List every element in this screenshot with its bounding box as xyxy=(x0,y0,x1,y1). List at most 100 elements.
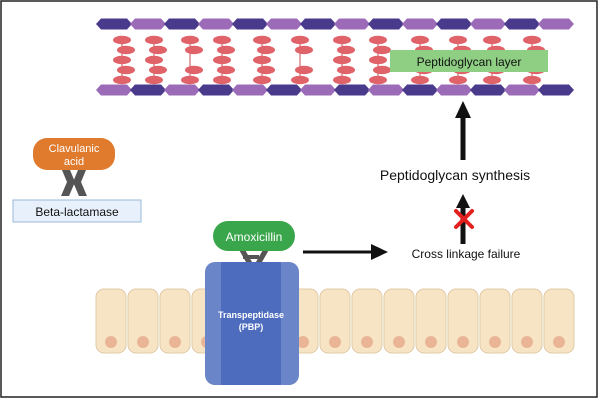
clavulanic-acid-pill xyxy=(33,138,115,170)
beta-lactamase-label: Beta-lactamase xyxy=(35,205,119,219)
clavulanic-acid-label-1: Clavulanic xyxy=(49,143,100,155)
peptide-unit xyxy=(333,75,351,85)
cell-nucleus xyxy=(553,336,565,348)
glycan-unit xyxy=(436,18,472,30)
peptide-unit xyxy=(213,35,231,45)
cell-nucleus xyxy=(137,336,149,348)
amoxicillin-connector-icon xyxy=(238,248,270,262)
glycan-unit xyxy=(538,18,574,30)
peptide-unit xyxy=(411,75,429,85)
peptide-unit xyxy=(185,65,203,75)
peptide-unit xyxy=(523,75,541,85)
peptide-unit xyxy=(217,65,235,75)
clavulanic-acid-label-2: acid xyxy=(64,156,84,168)
glycan-unit xyxy=(164,18,200,30)
peptide-unit xyxy=(333,35,351,45)
glycan-unit xyxy=(368,18,404,30)
membrane-cell xyxy=(95,288,127,354)
peptide-unit xyxy=(253,55,271,65)
peptide-unit xyxy=(213,75,231,85)
cell-nucleus xyxy=(457,336,469,348)
peptide-unit xyxy=(253,35,271,45)
peptide-unit xyxy=(483,35,501,45)
membrane-cell xyxy=(319,288,351,354)
peptide-unit xyxy=(369,55,387,65)
pbp-body xyxy=(221,262,281,385)
glycan-unit xyxy=(130,18,166,30)
peptide-unit xyxy=(213,55,231,65)
cell-nucleus xyxy=(105,336,117,348)
peptide-unit xyxy=(291,75,309,85)
membrane-cell xyxy=(415,288,447,354)
glycan-unit xyxy=(334,84,370,96)
glycan-unit xyxy=(198,18,234,30)
glycan-unit xyxy=(266,84,302,96)
glycan-unit xyxy=(402,18,438,30)
clavulanic-acid: Clavulanic acid xyxy=(33,138,115,170)
beta-lactamase-box xyxy=(12,199,142,223)
peptidoglycan-synthesis-label: Peptidoglycan synthesis xyxy=(380,167,530,183)
peptide-unit xyxy=(373,45,391,55)
beta-lactamase: Beta-lactamase xyxy=(12,199,142,223)
peptide-unit xyxy=(217,45,235,55)
amoxicillin-pill xyxy=(213,221,295,251)
peptide-unit xyxy=(483,75,501,85)
glycan-unit xyxy=(538,84,574,96)
membrane-cell xyxy=(447,288,479,354)
amoxicillin-label: Amoxicillin xyxy=(226,230,283,244)
peptide-unit xyxy=(291,35,309,45)
membrane-cell xyxy=(479,288,511,354)
peptide-unit xyxy=(369,35,387,45)
cell-nucleus xyxy=(361,336,373,348)
peptide-unit xyxy=(373,65,391,75)
peptide-unit xyxy=(333,55,351,65)
membrane-cell xyxy=(543,288,575,354)
clavulanic-connector-icon xyxy=(61,170,87,196)
peptide-unit xyxy=(257,45,275,55)
cell-nucleus xyxy=(393,336,405,348)
peptide-unit xyxy=(369,75,387,85)
peptide-unit xyxy=(337,45,355,55)
peptide-unit xyxy=(117,45,135,55)
peptide-unit xyxy=(185,45,203,55)
glycan-unit xyxy=(198,84,234,96)
peptidoglycan-layer-label: Peptidoglycan layer xyxy=(417,55,522,69)
cross-linkage-failure-label: Cross linkage failure xyxy=(412,247,521,261)
peptidoglycan-label-bg xyxy=(390,50,548,72)
glycan-unit xyxy=(368,84,404,96)
peptide-unit xyxy=(411,35,429,45)
peptide-unit xyxy=(181,35,199,45)
peptide-unit xyxy=(449,35,467,45)
x-mark-icon xyxy=(454,209,474,229)
glycan-unit xyxy=(470,18,506,30)
frame xyxy=(0,0,598,398)
peptide-unit xyxy=(149,65,167,75)
glycan-unit xyxy=(334,18,370,30)
cell-nucleus xyxy=(425,336,437,348)
transpeptidase-label-2: (PBP) xyxy=(239,322,264,332)
up-arrow-icon xyxy=(455,101,471,160)
glycan-unit xyxy=(232,18,268,30)
membrane-cell xyxy=(159,288,191,354)
membrane-cell xyxy=(511,288,543,354)
peptide-unit xyxy=(113,35,131,45)
cell-nucleus xyxy=(297,336,309,348)
transpeptidase: Transpeptidase (PBP) xyxy=(205,262,299,385)
glycan-unit xyxy=(96,18,132,30)
amoxicillin: Amoxicillin xyxy=(213,221,295,251)
peptide-unit xyxy=(449,75,467,85)
glycan-unit xyxy=(164,84,200,96)
cell-nucleus xyxy=(489,336,501,348)
transpeptidase-label-1: Transpeptidase xyxy=(218,310,284,320)
peptide-unit xyxy=(145,75,163,85)
peptide-unit xyxy=(295,45,313,55)
glycan-unit xyxy=(470,84,506,96)
peptide-unit xyxy=(523,35,541,45)
glycan-unit xyxy=(130,84,166,96)
membrane-cell xyxy=(383,288,415,354)
glycan-unit xyxy=(96,84,132,96)
blocked-up-arrow xyxy=(456,194,470,244)
glycan-unit xyxy=(266,18,302,30)
glycan-unit xyxy=(232,84,268,96)
peptide-unit xyxy=(295,65,313,75)
